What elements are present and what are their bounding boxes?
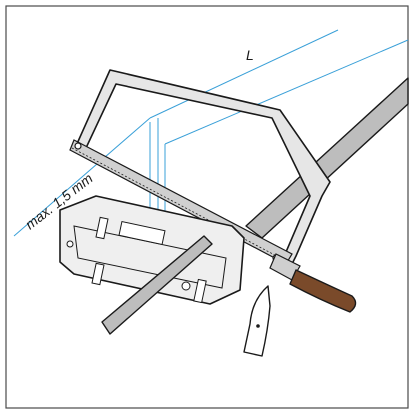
- saw-blade-teeth: [71, 147, 289, 263]
- mounting-box: [59, 195, 245, 305]
- flat-bar-short: [101, 235, 213, 335]
- saw-handle: [269, 253, 357, 313]
- dimension-guides: [13, 29, 409, 237]
- length-label: L: [246, 47, 254, 63]
- blade-pin-front: [74, 142, 82, 150]
- hand-outline: [243, 285, 271, 357]
- hand-mark: [256, 324, 260, 328]
